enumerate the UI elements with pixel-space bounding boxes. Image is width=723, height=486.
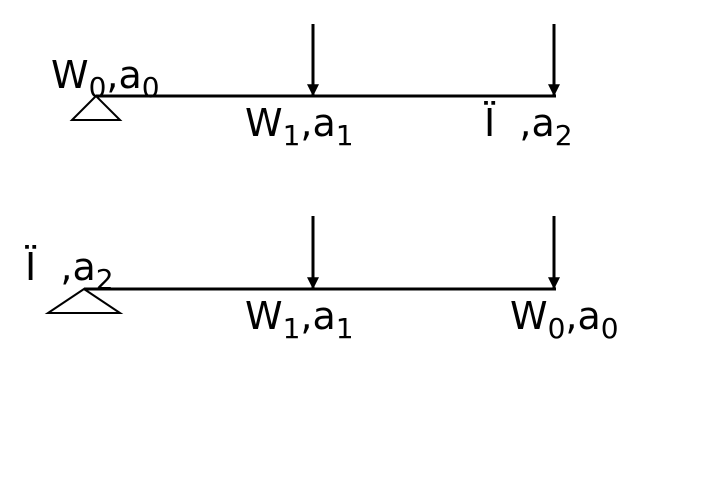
bottom-load1-label: W1,a1 [245,294,354,345]
bottom-support-triangle [44,287,124,314]
top-support-label: W0,a0 [51,53,160,104]
bottom-load2-label: W0,a0 [510,294,619,345]
top-support-triangle [69,94,123,121]
top-beam-group [69,24,560,121]
top-load1-label: W1,a1 [245,101,354,152]
top-load2-label: Ï ,a2 [484,101,573,152]
bottom-beam-group [44,216,560,314]
bottom-support-label: Ï ,a2 [25,245,114,296]
